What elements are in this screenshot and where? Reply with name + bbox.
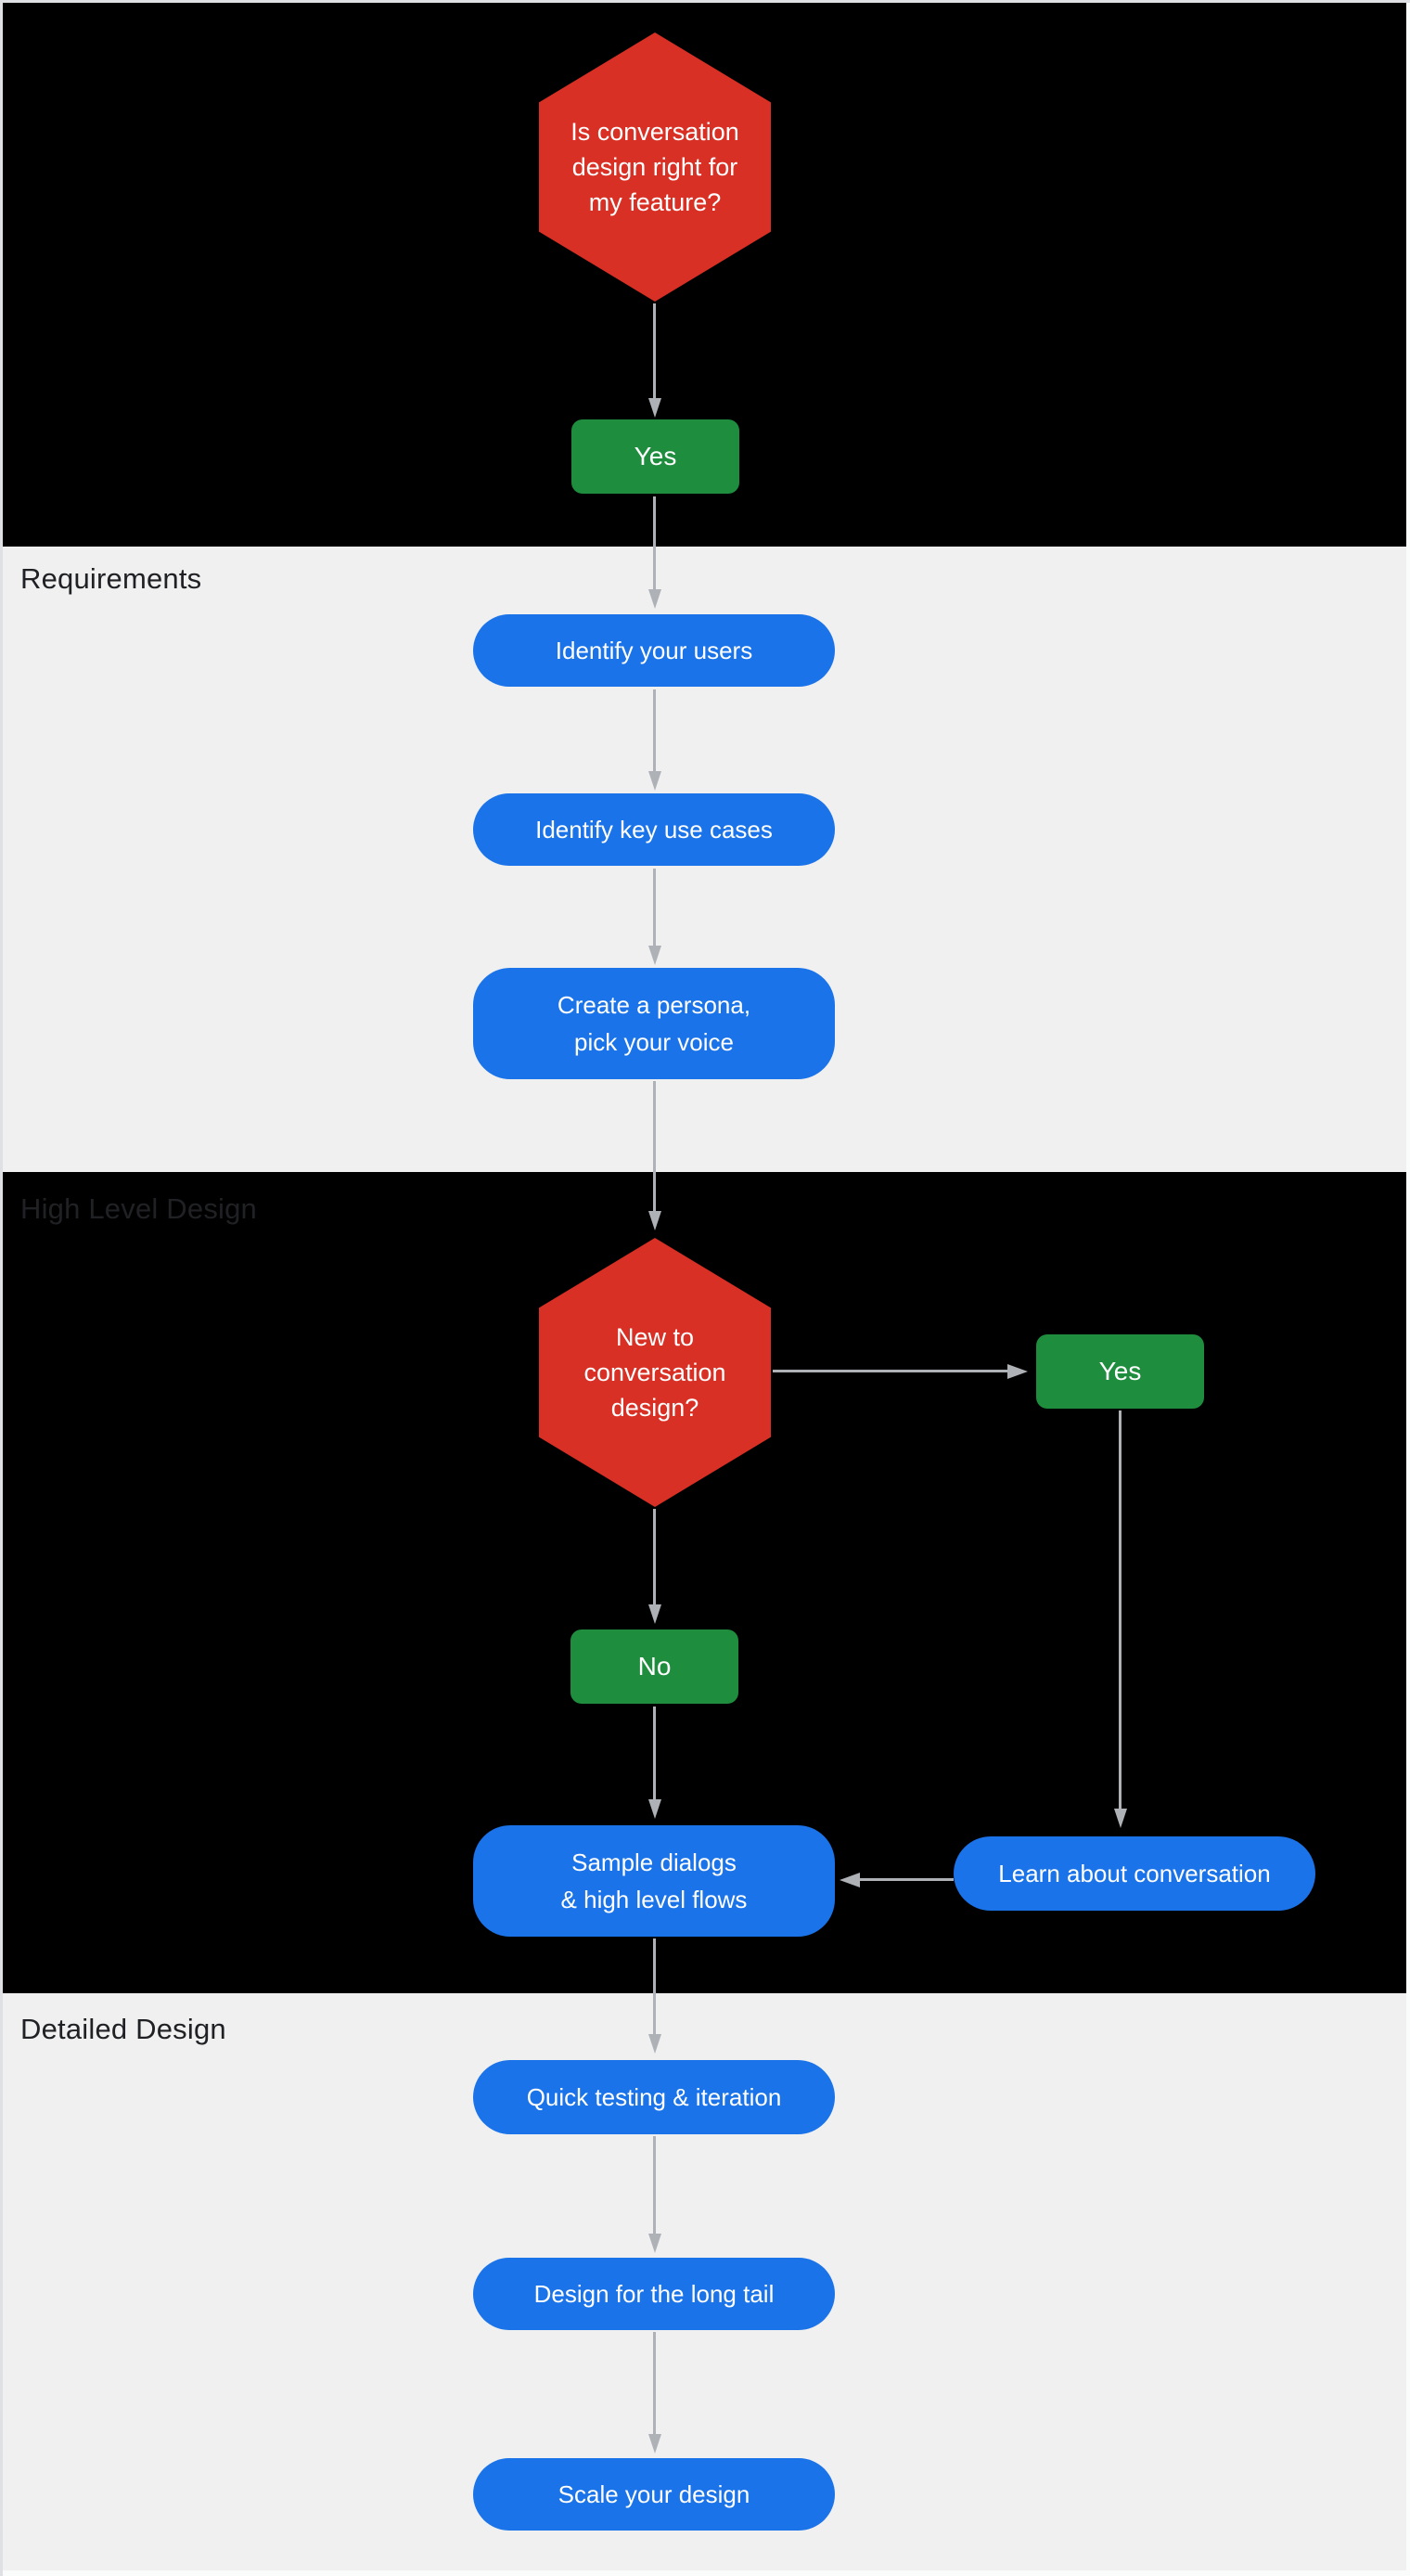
quick-testing-pill[interactable]: Quick testing & iteration	[473, 2060, 835, 2134]
sample-dialogs-line-2: & high level flows	[560, 1886, 748, 1913]
section-label-requirements: Requirements	[20, 562, 202, 595]
create-persona-pill[interactable]: Create a persona, pick your voice	[473, 968, 835, 1079]
design-long-tail-pill[interactable]: Design for the long tail	[473, 2258, 835, 2330]
arrow-quick-testing-to-long-tail	[647, 2136, 661, 2253]
identify-users-pill[interactable]: Identify your users	[473, 614, 835, 687]
arrow-yes-to-identify-users	[647, 496, 661, 609]
arrow-use-cases-to-persona	[647, 869, 661, 965]
new-to-line-3: design?	[610, 1394, 699, 1422]
arrow-users-to-use-cases	[647, 689, 661, 791]
arrow-start-decision-to-yes	[647, 303, 661, 418]
scale-your-design-pill[interactable]: Scale your design	[473, 2458, 835, 2531]
arrow-long-tail-to-scale	[647, 2332, 661, 2454]
decision-text: New to conversation design?	[583, 1320, 725, 1425]
arrow-learn-to-sample-dialogs	[840, 1872, 954, 1887]
canvas-border-top	[0, 0, 1410, 3]
decision-line-1: Is conversation	[570, 118, 739, 146]
new-to-yes-button[interactable]: Yes	[1036, 1334, 1204, 1409]
new-to-line-1: New to	[615, 1323, 695, 1351]
section-label-high-level-design: High Level Design	[20, 1192, 257, 1225]
arrow-sample-dialogs-to-quick-testing	[647, 1938, 661, 2054]
canvas-border-left	[0, 0, 3, 2576]
new-to-line-2: conversation	[583, 1359, 726, 1386]
decision-text: Is conversation design right for my feat…	[570, 114, 739, 220]
new-to-no-button[interactable]: No	[570, 1629, 738, 1704]
arrow-yes-to-learn-conversation	[1113, 1410, 1127, 1828]
decision-line-2: design right for	[571, 153, 738, 181]
arrow-new-to-decision-to-no	[647, 1509, 661, 1624]
arrow-new-to-decision-to-yes	[773, 1363, 1028, 1379]
create-persona-line-2: pick your voice	[574, 1028, 734, 1056]
section-label-detailed-design: Detailed Design	[20, 2013, 226, 2045]
start-yes-button[interactable]: Yes	[571, 419, 739, 494]
identify-key-use-cases-pill[interactable]: Identify key use cases	[473, 793, 835, 866]
learn-about-conversation-pill[interactable]: Learn about conversation	[954, 1836, 1315, 1911]
sample-dialogs-pill[interactable]: Sample dialogs & high level flows	[473, 1825, 835, 1937]
sample-dialogs-line-1: Sample dialogs	[571, 1848, 737, 1876]
arrow-no-to-sample-dialogs	[647, 1707, 661, 1819]
decision-line-3: my feature?	[588, 188, 722, 216]
arrow-persona-to-new-to-decision	[647, 1081, 661, 1230]
create-persona-line-1: Create a persona,	[557, 991, 751, 1019]
